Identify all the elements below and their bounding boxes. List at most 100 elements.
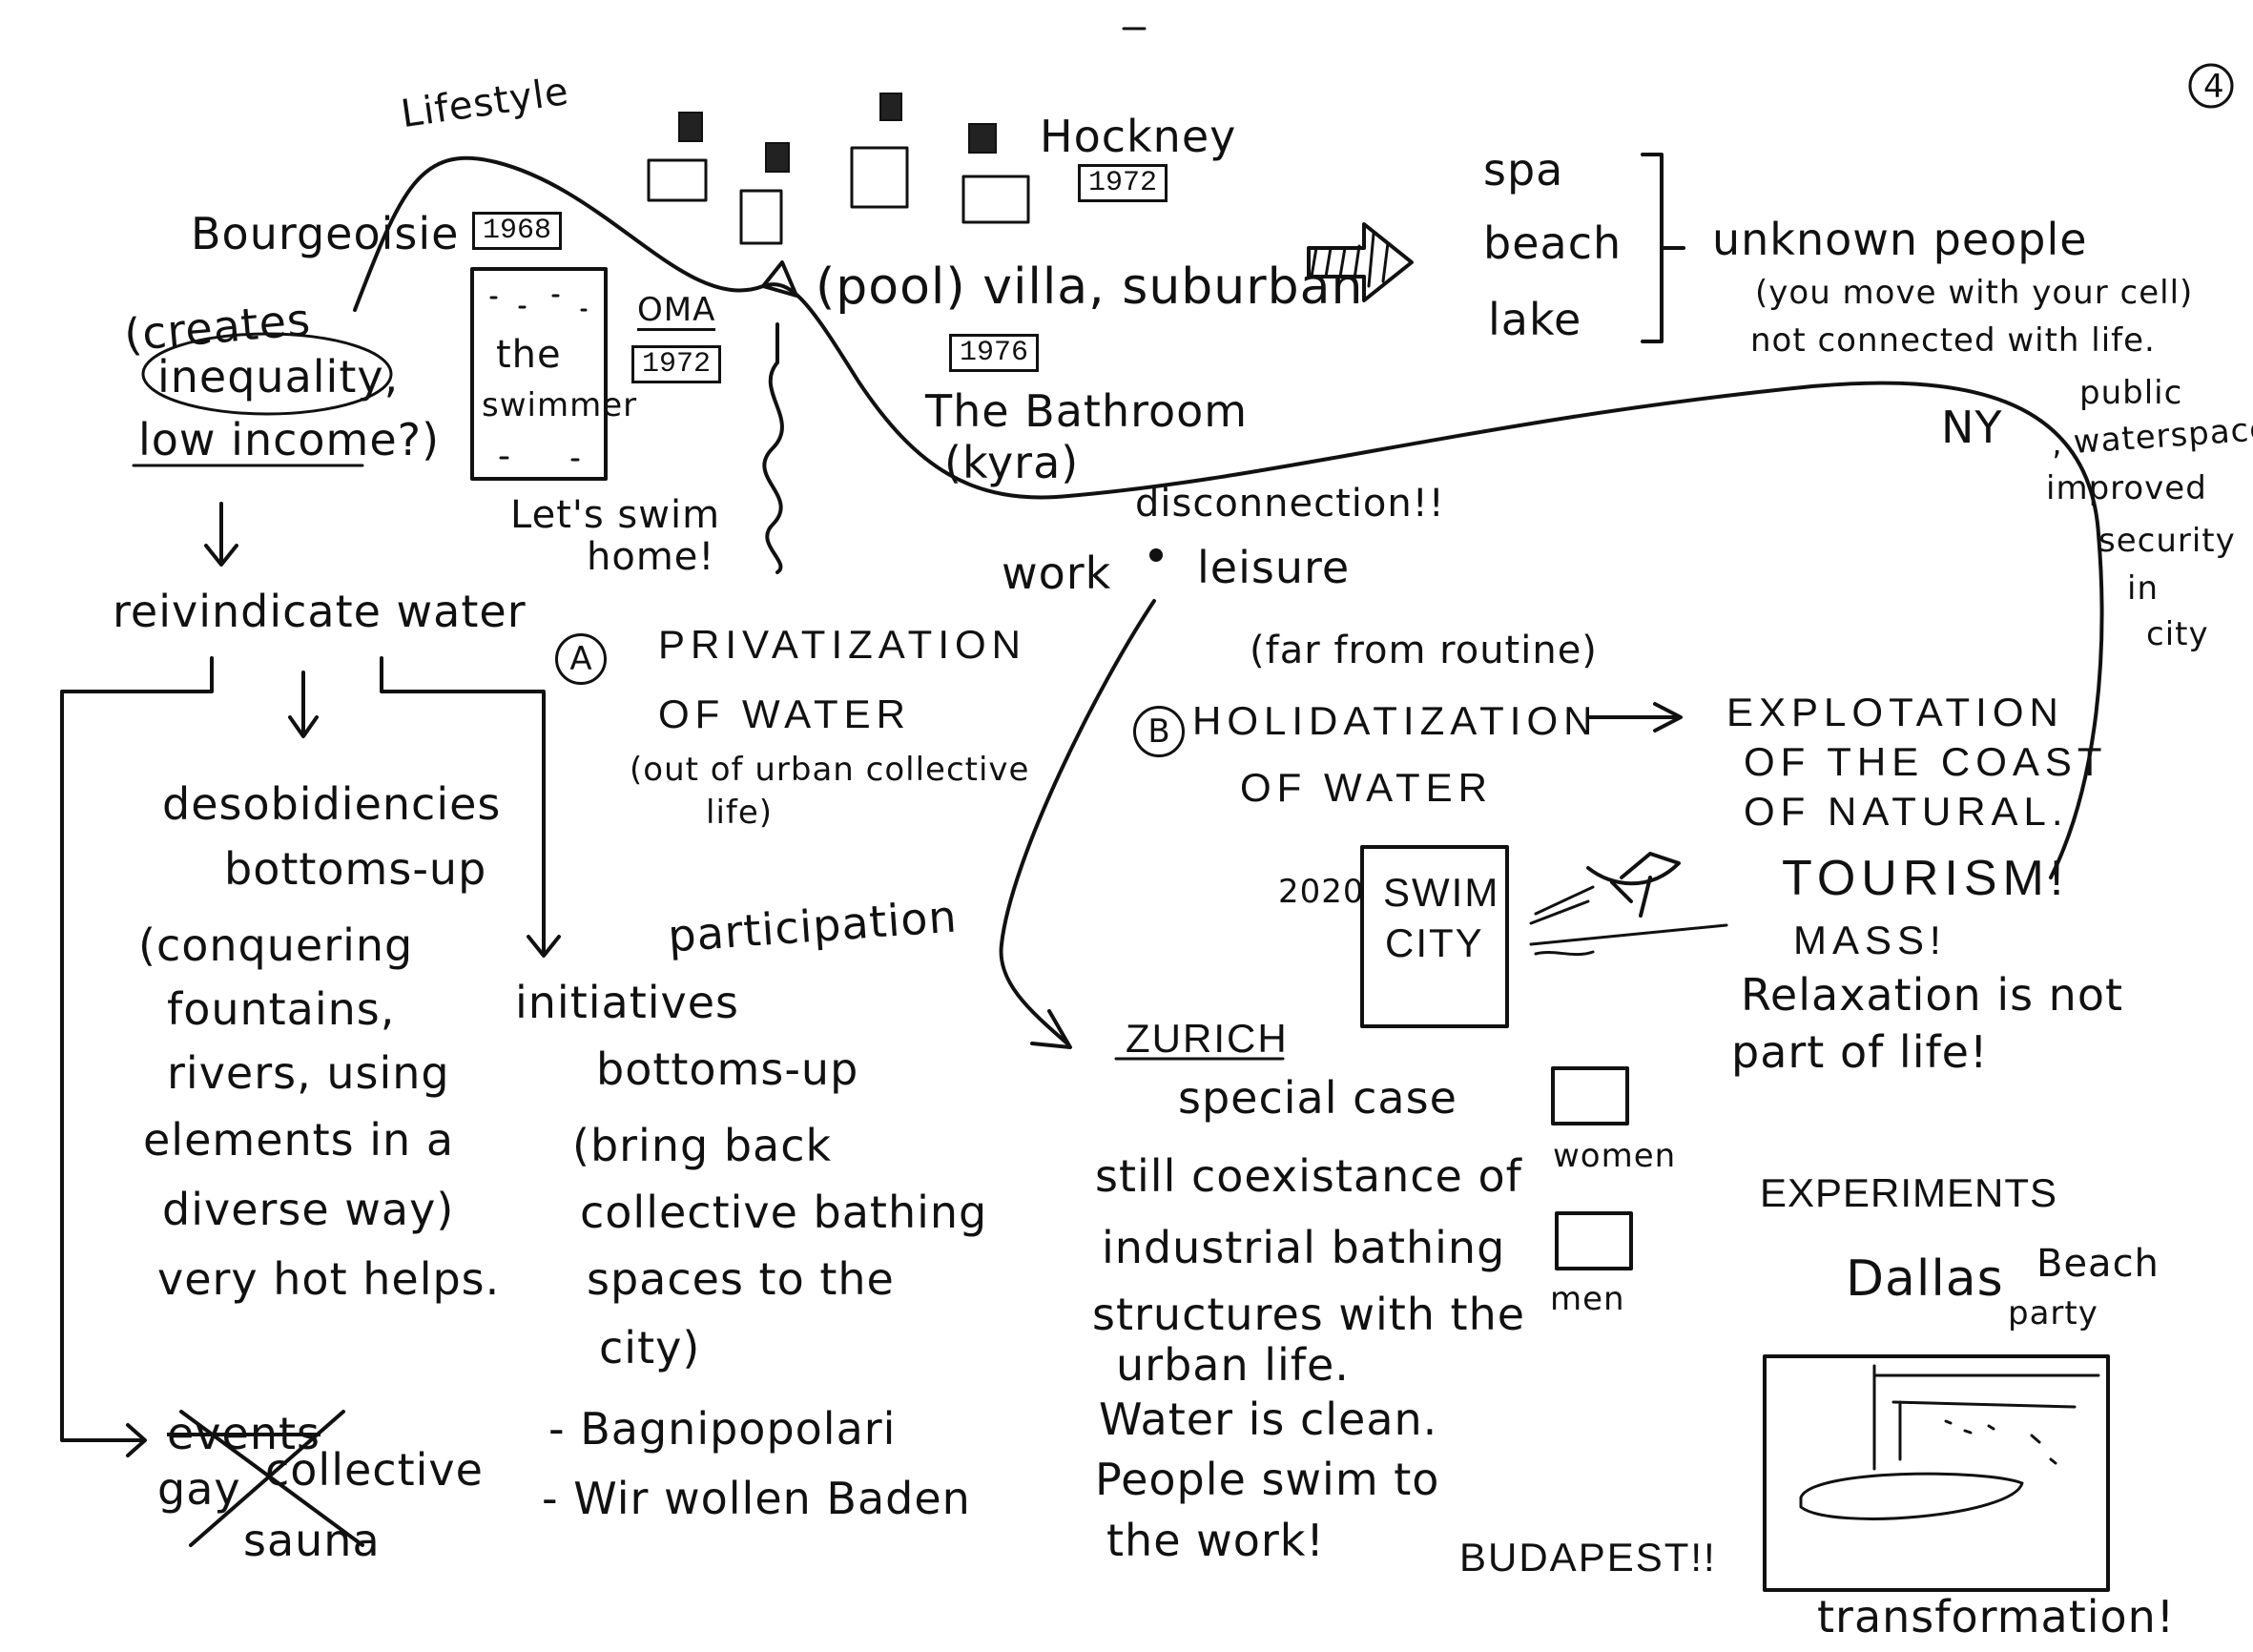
- label-not-connected: not connected with life.: [1750, 321, 2156, 360]
- label-women: women: [1553, 1137, 1677, 1175]
- label-unknown-people: unknown people: [1712, 214, 2088, 265]
- label-public: public: [2079, 374, 2183, 412]
- label-cell: (you move with your cell): [1755, 274, 2194, 312]
- badge-a: A: [555, 633, 607, 685]
- swimmer-poster: [470, 267, 608, 481]
- desob-3: (conquering: [138, 919, 414, 971]
- label-hockney: Hockney: [1040, 111, 1237, 162]
- work-leisure-dot: [1149, 548, 1163, 562]
- label-bourgeoisie: Bourgeoisie: [191, 208, 460, 259]
- label-exploitation: EXPLOTATION: [1726, 690, 2064, 734]
- label-collective-sauna: collective: [265, 1444, 484, 1496]
- zurich-l4: urban life.: [1116, 1339, 1350, 1391]
- experiment-pool: [1799, 1472, 2024, 1520]
- year-1972b: 1972: [1078, 164, 1168, 202]
- label-of-water-a: OF WATER: [658, 692, 911, 736]
- pool-square-3: [850, 146, 909, 209]
- init-2: bottoms-up: [596, 1043, 859, 1095]
- label-pool-villa: (pool) villa, suburban: [816, 258, 1364, 316]
- branch-left: [60, 656, 214, 1457]
- label-reivindicate: reivindicate water: [113, 586, 527, 637]
- desob-6: elements in a: [143, 1114, 455, 1166]
- desob-7: diverse way): [162, 1184, 455, 1235]
- label-bathroom: The Bathroom: [925, 385, 1249, 437]
- desob-4: fountains,: [167, 983, 396, 1035]
- label-ny: NY: [1941, 402, 2003, 453]
- arrow-hatching: [1310, 232, 1390, 288]
- init-5: spaces to the: [587, 1253, 895, 1305]
- arrow-down-1: [204, 502, 238, 567]
- desob-8: very hot helps.: [157, 1253, 501, 1305]
- label-special-case: special case: [1178, 1072, 1457, 1124]
- label-work: work: [1002, 547, 1112, 599]
- main-timeline-curve: [353, 155, 2104, 879]
- swim-city-box: [1360, 845, 1509, 1028]
- label-improved: improved: [2046, 469, 2207, 507]
- lets-swim-2: home!: [587, 535, 715, 579]
- arrow-to-zurich: [999, 599, 1156, 1049]
- experiment-dots: [1944, 1419, 2057, 1465]
- zurich-l5: Water is clean.: [1099, 1394, 1438, 1445]
- label-city: city: [2146, 615, 2209, 653]
- zurich-l2: industrial bathing: [1102, 1222, 1506, 1273]
- label-low-income: low income?): [138, 414, 441, 465]
- label-part-of-life: part of life!: [1731, 1026, 1989, 1078]
- poster-dots: [489, 294, 588, 462]
- init-4: collective bathing: [580, 1187, 988, 1238]
- label-security: security: [2098, 522, 2236, 560]
- pool-thumb-1: [678, 112, 703, 142]
- label-kyra: (kyra): [944, 437, 1080, 488]
- page-number-circle: [2188, 63, 2234, 109]
- init-1: initiatives: [515, 977, 740, 1028]
- label-leisure: leisure: [1197, 542, 1351, 593]
- label-bagnipopolari: - Bagnipopolari: [548, 1403, 897, 1455]
- page-number: 4: [2203, 68, 2224, 106]
- zurich-l1: still coexistance of: [1095, 1150, 1522, 1202]
- label-privatization: PRIVATIZATION: [658, 622, 1027, 667]
- init-6: city): [599, 1322, 701, 1373]
- curve-flag: [761, 260, 798, 298]
- year-1976: 1976: [949, 334, 1040, 372]
- label-mass: MASS!: [1793, 918, 1947, 962]
- desob-1: desobidiencies: [162, 778, 502, 830]
- experiment-inner: [1872, 1364, 2100, 1471]
- label-men: men: [1550, 1280, 1625, 1318]
- label-lake: lake: [1488, 294, 1582, 345]
- label-disconnection: disconnection!!: [1135, 482, 1445, 526]
- label-holidatization: HOLIDATIZATION: [1192, 698, 1599, 743]
- label-oma: OMA: [637, 291, 716, 331]
- label-out-of-urban: (out of urban collective: [630, 751, 1030, 789]
- swimmer-line2: swimmer: [482, 386, 638, 424]
- branch-mid: [288, 671, 319, 738]
- experiment-frame: [1763, 1354, 2110, 1592]
- label-far-routine: (far from routine): [1250, 629, 1598, 672]
- label-wir-wollen: - Wir wollen Baden: [542, 1473, 971, 1524]
- zurich-l3: structures with the: [1092, 1289, 1526, 1340]
- zurich-l6: People swim to: [1095, 1454, 1440, 1505]
- boat-wake: [1529, 885, 1595, 925]
- label-inequality: inequality,: [157, 351, 400, 403]
- label-spa: spa: [1483, 144, 1564, 196]
- label-of-the-coast: OF THE COAST: [1744, 739, 2108, 784]
- label-life: life): [706, 794, 774, 832]
- branch-right: [380, 656, 561, 958]
- cross-out: [179, 1410, 364, 1547]
- label-swim: SWIM: [1383, 870, 1500, 915]
- init-3: (bring back: [572, 1120, 833, 1171]
- zurich-l7: the work!: [1106, 1515, 1325, 1566]
- pool-thumb-2: [765, 142, 790, 173]
- desob-5: rivers, using: [167, 1047, 450, 1099]
- pool-square-4: [961, 175, 1030, 224]
- label-party: party: [2008, 1294, 2098, 1332]
- label-gay: gay: [157, 1463, 241, 1515]
- label-of-water-b: OF WATER: [1240, 765, 1493, 810]
- swimmer-line1: the: [496, 333, 562, 377]
- label-city-2: CITY: [1385, 920, 1484, 965]
- desob-2: bottoms-up: [224, 843, 487, 895]
- label-budapest: BUDAPEST!!: [1459, 1535, 1717, 1580]
- boat-sketch: [1586, 852, 1681, 918]
- year-1972a: 1972: [631, 345, 722, 383]
- label-transformation: transformation!: [1817, 1591, 2176, 1642]
- label-events: events: [167, 1408, 320, 1459]
